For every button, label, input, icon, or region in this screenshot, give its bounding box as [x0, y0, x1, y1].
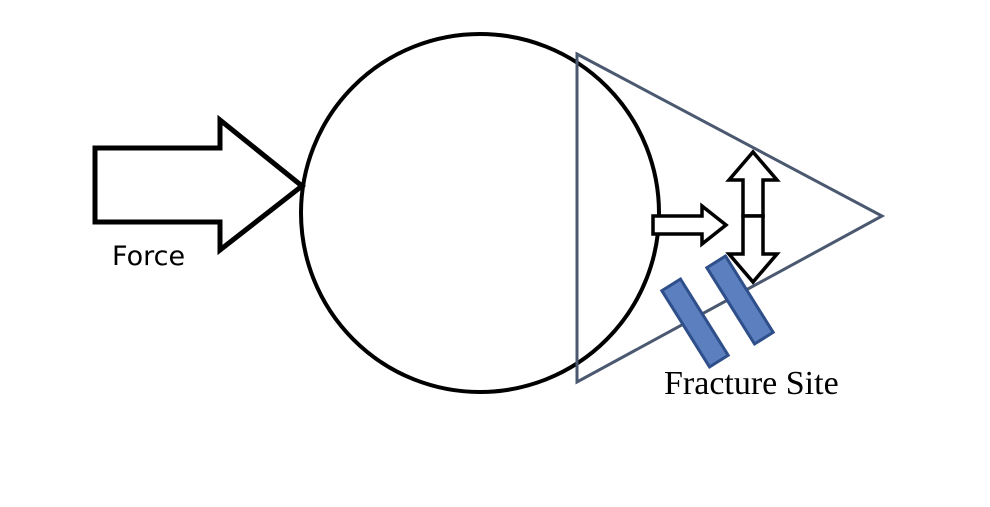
fracture-marker-2 [704, 253, 776, 347]
small-horizontal-arrow [651, 202, 729, 248]
fracture-marker-1 [659, 276, 731, 370]
fracture-site-label: Fracture Site [664, 365, 839, 402]
force-label: Force [112, 241, 185, 272]
bone-circle [299, 32, 661, 394]
double-arrow-up [725, 149, 781, 218]
force-arrow [92, 114, 307, 256]
double-arrow-down [725, 214, 781, 285]
